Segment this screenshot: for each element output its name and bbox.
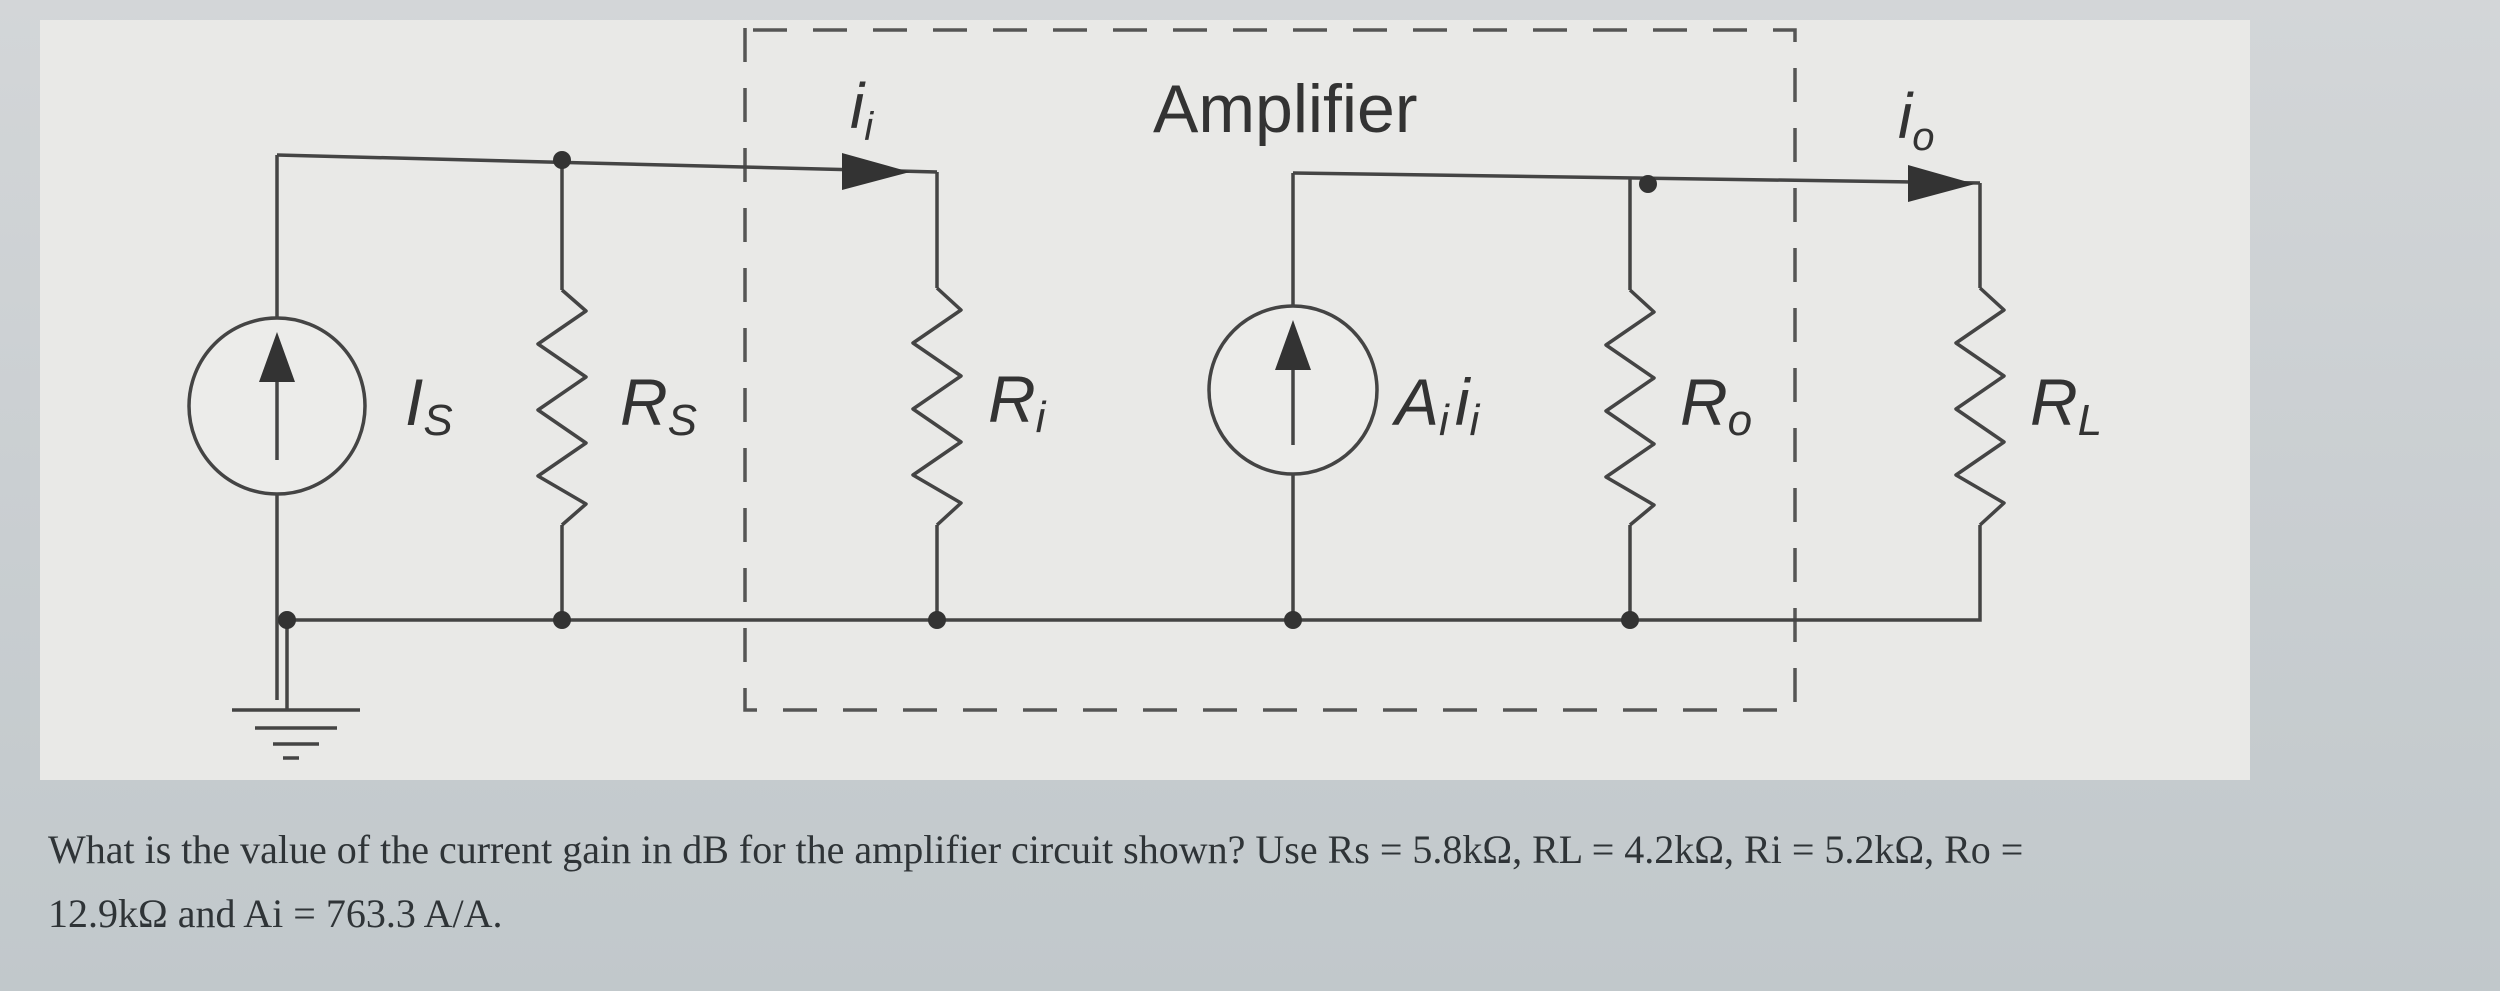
load-resistance-label: RL <box>2030 365 2102 445</box>
amplifier-box <box>743 28 1797 712</box>
question-text: What is the value of the current gain in… <box>48 818 2468 946</box>
output-current-label: io <box>1898 80 1934 159</box>
current-source-is <box>187 316 367 496</box>
resistor-rs <box>536 288 588 527</box>
question-line-2: 12.9kΩ and Ai = 763.3 A/A. <box>48 891 503 936</box>
junction-dot <box>553 151 571 169</box>
input-current-arrow-icon <box>842 153 910 190</box>
circuit-panel: Amplifier ii io IS RS Ri Aiii Ro RL <box>40 20 2250 780</box>
input-resistance-label: Ri <box>988 362 1047 442</box>
wire-top-output <box>1292 171 1981 185</box>
junction-dot <box>1639 175 1657 193</box>
junction-dot <box>553 611 571 629</box>
wire-rl-bottom <box>1975 525 1982 622</box>
input-current-label: ii <box>850 70 874 149</box>
source-current-label: IS <box>405 365 453 445</box>
output-current-arrow-icon <box>1908 165 1975 202</box>
up-arrow-icon <box>259 332 295 382</box>
amplifier-title: Amplifier <box>1153 71 1418 147</box>
junction-dot <box>1284 611 1302 629</box>
junction-dot <box>278 611 296 629</box>
ground-symbol <box>232 708 360 760</box>
amplifier-circuit-diagram: Amplifier ii io IS RS Ri Aiii Ro RL <box>187 28 2102 760</box>
dependent-source-label: Aiii <box>1391 365 1480 445</box>
resistor-ri <box>911 286 963 527</box>
up-arrow-icon <box>1275 320 1311 370</box>
output-resistance-label: Ro <box>1680 365 1752 445</box>
dependent-source-ai-ii <box>1207 304 1379 476</box>
question-line-1: What is the value of the current gain in… <box>48 827 2024 872</box>
source-resistance-label: RS <box>620 365 697 445</box>
resistor-rl <box>1954 286 2006 527</box>
junction-dot <box>1621 611 1639 629</box>
resistor-ro <box>1604 288 1656 527</box>
junction-dot <box>928 611 946 629</box>
wire-top-input <box>276 153 938 174</box>
